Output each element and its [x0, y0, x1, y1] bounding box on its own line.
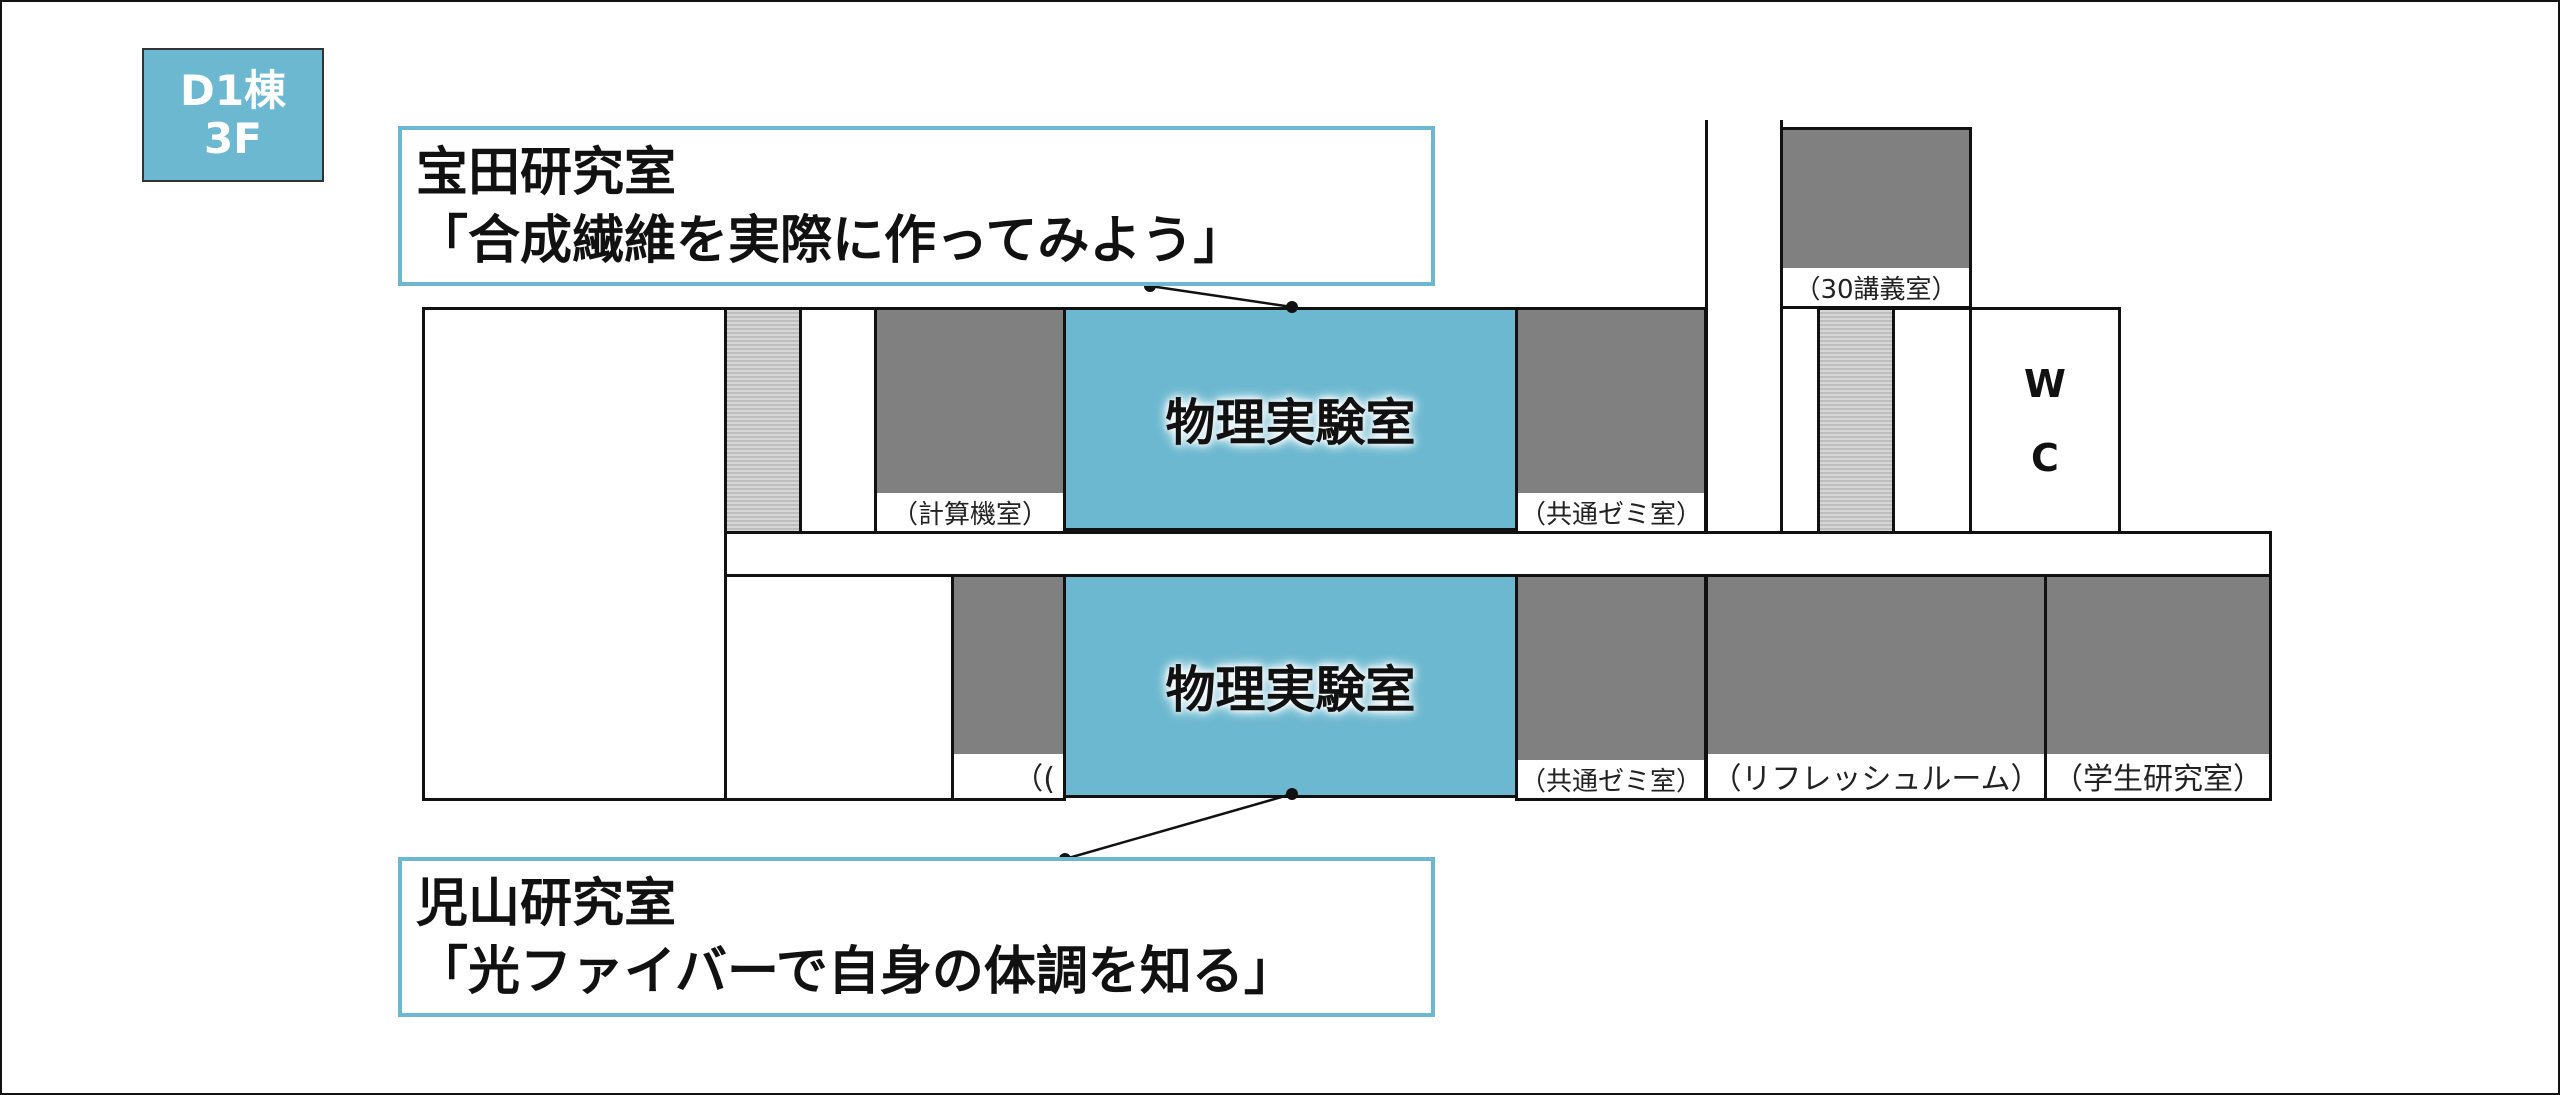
callout-top-theme: 「合成繊維を実際に作ってみよう」: [416, 210, 1246, 271]
room-lecture-30-label: （30講義室）: [1783, 268, 1969, 306]
restroom: W C: [1969, 307, 2121, 534]
callout-top: 宝田研究室 「合成繊維を実際に作ってみよう」: [398, 126, 1435, 286]
building-name: D1棟: [179, 65, 287, 115]
room-refresh-label: （リフレッシュルーム）: [1708, 754, 2044, 798]
restroom-w: W: [2024, 361, 2066, 406]
leader-dot-top-end: [1286, 301, 1298, 313]
leader-dot-bottom-start: [1286, 788, 1298, 800]
room-hidden-lower-label: （(: [954, 754, 1063, 798]
main-corridor: [724, 531, 2272, 577]
physics-lab-lower-label: 物理実験室: [1165, 661, 1416, 719]
corridor-stub-right: [1892, 307, 1972, 534]
room-hidden-lower: （(: [951, 574, 1066, 801]
restroom-c: C: [2031, 435, 2059, 480]
callout-bottom-theme: 「光ファイバーで自身の体調を知る」: [416, 941, 1296, 1002]
corridor-vertical: [1705, 120, 1783, 534]
building-floor-tag: D1棟 3F: [142, 48, 324, 182]
room-seminar-upper: （共通ゼミ室）: [1515, 307, 1707, 534]
physics-lab-upper-label: 物理実験室: [1165, 394, 1416, 452]
room-computer: （計算機室）: [874, 307, 1066, 534]
room-student: （学生研究室）: [2044, 574, 2272, 801]
callout-bottom-lab: 児山研究室: [416, 874, 677, 934]
callout-top-lab: 宝田研究室: [416, 143, 677, 203]
physics-lab-upper[interactable]: 物理実験室: [1063, 307, 1518, 531]
room-computer-label: （計算機室）: [877, 493, 1063, 531]
leader-line-bottom: [1064, 792, 1293, 861]
room-student-label: （学生研究室）: [2047, 754, 2269, 798]
room-refresh: （リフレッシュルーム）: [1705, 574, 2047, 801]
floor-name: 3F: [204, 114, 262, 163]
room-seminar-upper-label: （共通ゼミ室）: [1518, 493, 1704, 531]
leader-line-top: [1149, 284, 1293, 309]
room-seminar-lower-label: （共通ゼミ室）: [1518, 760, 1704, 798]
callout-bottom: 児山研究室 「光ファイバーで自身の体調を知る」: [398, 857, 1435, 1017]
room-seminar-lower: （共通ゼミ室）: [1515, 574, 1707, 801]
